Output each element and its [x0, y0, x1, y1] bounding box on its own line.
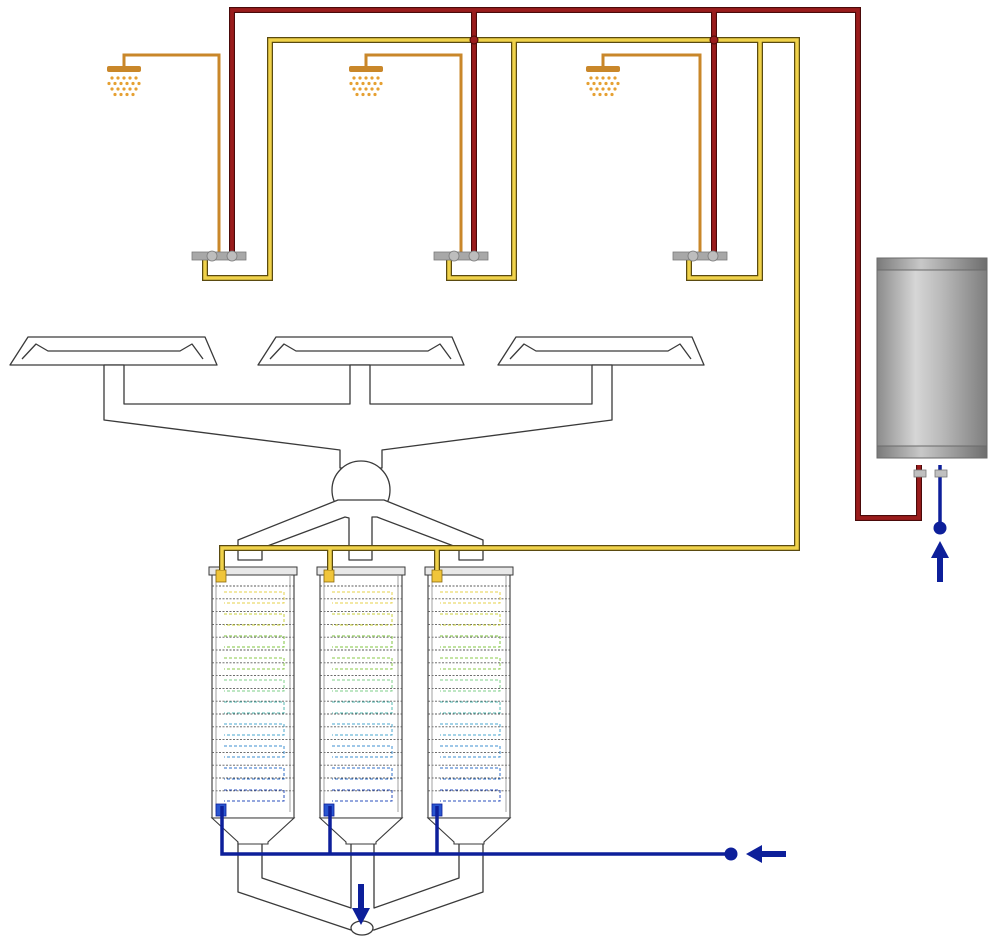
hx-3 [424, 566, 514, 845]
preheated-branch-2 [447, 40, 516, 280]
shower-head-icon [349, 66, 383, 97]
drain-piping [9, 336, 705, 936]
heater-inlet-node [933, 521, 947, 535]
water-heater [876, 257, 988, 478]
heat-exchanger-group [208, 566, 514, 845]
mixing-valve-icon [672, 250, 728, 262]
upper-drain-manifold [103, 364, 613, 469]
mixing-valve-icon [433, 250, 489, 262]
preheated-main-line [203, 38, 799, 570]
shower-2 [349, 53, 489, 262]
cold-inlet-arrow [746, 845, 786, 863]
hot-water-piping [229, 7, 922, 521]
heater-inlet-arrow [931, 541, 949, 582]
mixing-valve-icon [191, 250, 247, 262]
hot-main-line [230, 8, 921, 520]
shower-head-icon [586, 66, 620, 97]
preheated-water-piping [202, 37, 800, 570]
hx-1 [208, 566, 298, 845]
hx-outlet-fitting-icon [431, 569, 443, 583]
shower-group [107, 53, 728, 262]
shower-head-icon [107, 66, 141, 97]
preheated-branch-3 [687, 40, 762, 280]
cold-distribution-line [220, 806, 731, 856]
shower-1 [107, 53, 247, 262]
shower-3 [586, 53, 728, 262]
hx-outlet-fitting-icon [323, 569, 335, 583]
hx-2 [316, 566, 406, 845]
hx-outlet-fitting-icon [215, 569, 227, 583]
drain-outlet-arrow [352, 884, 370, 925]
cold-inlet-node [724, 847, 738, 861]
hx-inlet-manifold [237, 499, 484, 561]
cold-water-piping [220, 465, 942, 856]
